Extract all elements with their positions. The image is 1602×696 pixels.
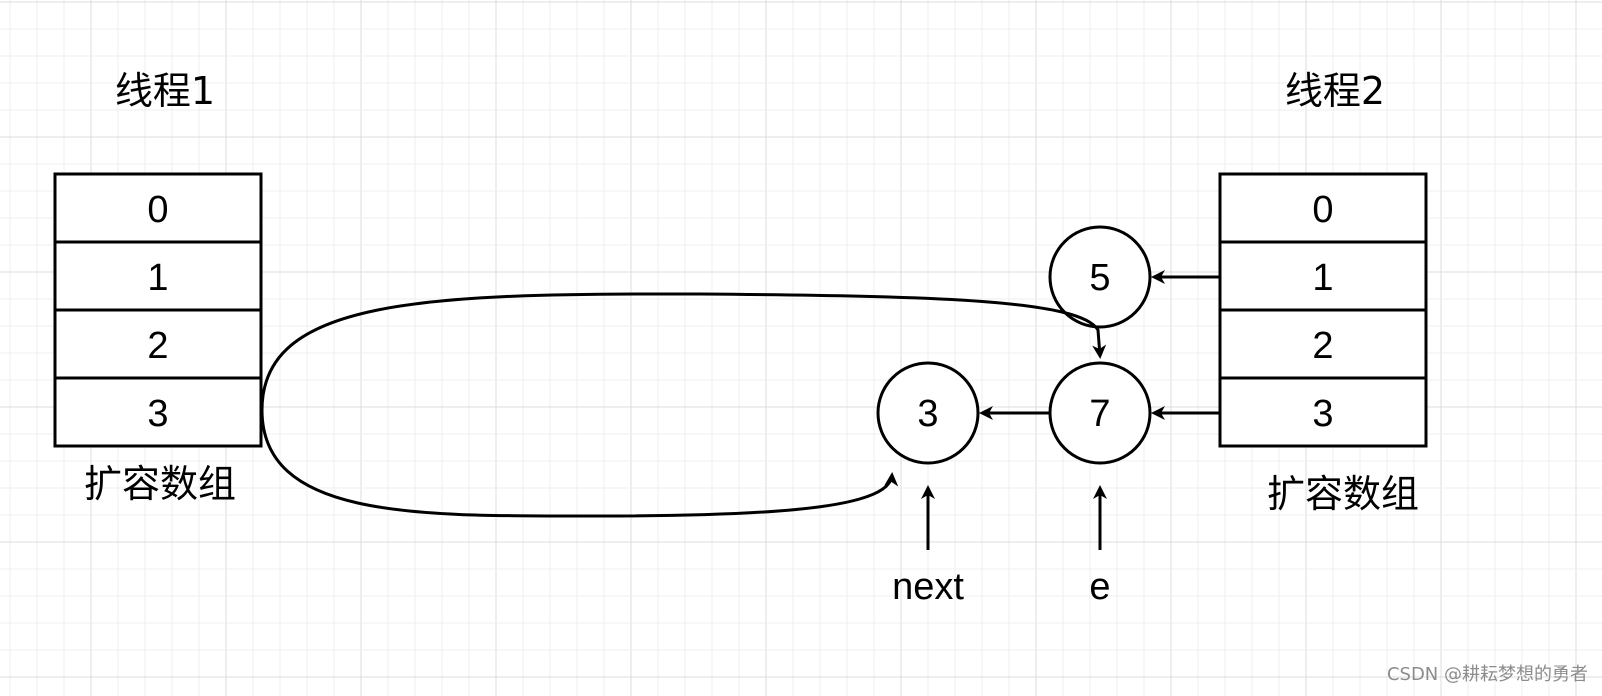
thread2-cell-3-box bbox=[1218, 376, 1428, 448]
thread2-cell-3: 3 bbox=[1312, 393, 1333, 435]
thread1-cell-2: 2 bbox=[147, 325, 168, 367]
node-5-label: 5 bbox=[1089, 257, 1110, 299]
pointer-e-label: e bbox=[1089, 566, 1111, 608]
thread1-cell-3-box bbox=[53, 376, 263, 448]
thread2-array-label: 扩容数组 bbox=[1266, 472, 1419, 516]
pointer-next-label: next bbox=[892, 566, 964, 608]
node-5-circle bbox=[1048, 225, 1152, 329]
thread2-cell-0-box bbox=[1218, 172, 1428, 244]
thread2-title: 线程2 bbox=[1284, 69, 1386, 113]
thread2-cell-2: 2 bbox=[1312, 325, 1333, 367]
edge-thread1-cell3-to-node7-curve bbox=[260, 292, 1107, 411]
node-7: 7 bbox=[1048, 361, 1152, 465]
thread2-cell-2-box bbox=[1218, 308, 1428, 380]
thread2-cell-1-box bbox=[1218, 240, 1428, 312]
node-3-label: 3 bbox=[917, 393, 938, 435]
thread1-array-label: 扩容数组 bbox=[83, 462, 236, 506]
node-5: 5 bbox=[1048, 225, 1152, 329]
thread2-array: 0 1 2 3 bbox=[1218, 172, 1428, 448]
thread1-title: 线程1 bbox=[114, 69, 216, 113]
thread1-cell-3: 3 bbox=[147, 393, 168, 435]
watermark: CSDN @耕耘梦想的勇者 bbox=[1386, 664, 1588, 685]
edge-thread1-cell3-to-node3-curve bbox=[260, 409, 899, 518]
thread1-cell-0-box bbox=[53, 172, 263, 244]
thread1-cell-0: 0 bbox=[147, 189, 168, 231]
node-3: 3 bbox=[876, 361, 980, 465]
thread2-cell-1: 1 bbox=[1312, 257, 1333, 299]
node-7-label: 7 bbox=[1089, 393, 1110, 435]
node-3-circle bbox=[876, 361, 980, 465]
thread1-array: 0 1 2 3 bbox=[53, 172, 263, 448]
thread2-cell-0: 0 bbox=[1312, 189, 1333, 231]
thread1-cell-1: 1 bbox=[147, 257, 168, 299]
